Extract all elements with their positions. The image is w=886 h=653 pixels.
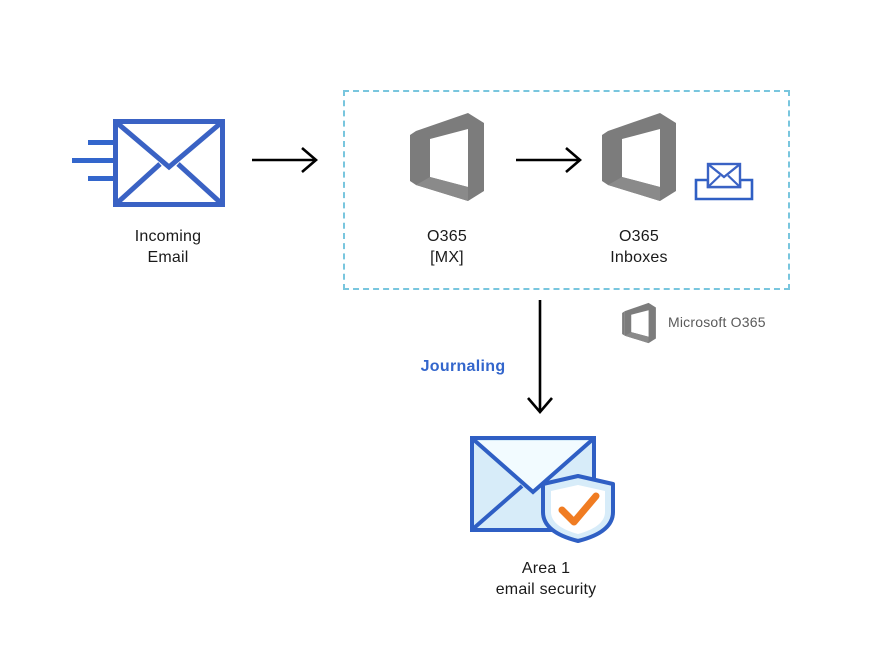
email-shield-check-icon	[470, 436, 615, 543]
envelope-icon	[113, 119, 225, 207]
office365-logo-icon-legend	[622, 302, 656, 344]
inbox-tray-envelope-icon	[694, 162, 754, 201]
o365-mx-label: O365 [MX]	[427, 228, 467, 266]
o365-inboxes-label: O365 Inboxes	[610, 228, 668, 266]
arrow-down-icon-journaling	[527, 300, 553, 414]
incoming-email-label: Incoming Email	[134, 228, 202, 266]
office365-logo-icon-mx	[410, 113, 484, 201]
arrow-right-icon-incoming-to-mx	[252, 147, 318, 173]
area1-email-security-label: Area 1 email security	[495, 560, 597, 598]
arrow-right-icon-mx-to-inboxes	[516, 147, 582, 173]
motion-lines-icon	[72, 140, 118, 181]
office365-logo-icon-inboxes	[602, 113, 676, 201]
legend-microsoft-o365-label: Microsoft O365	[668, 314, 766, 330]
microsoft-o365-boundary-zone	[343, 90, 790, 290]
journaling-label: Journaling	[420, 358, 506, 375]
